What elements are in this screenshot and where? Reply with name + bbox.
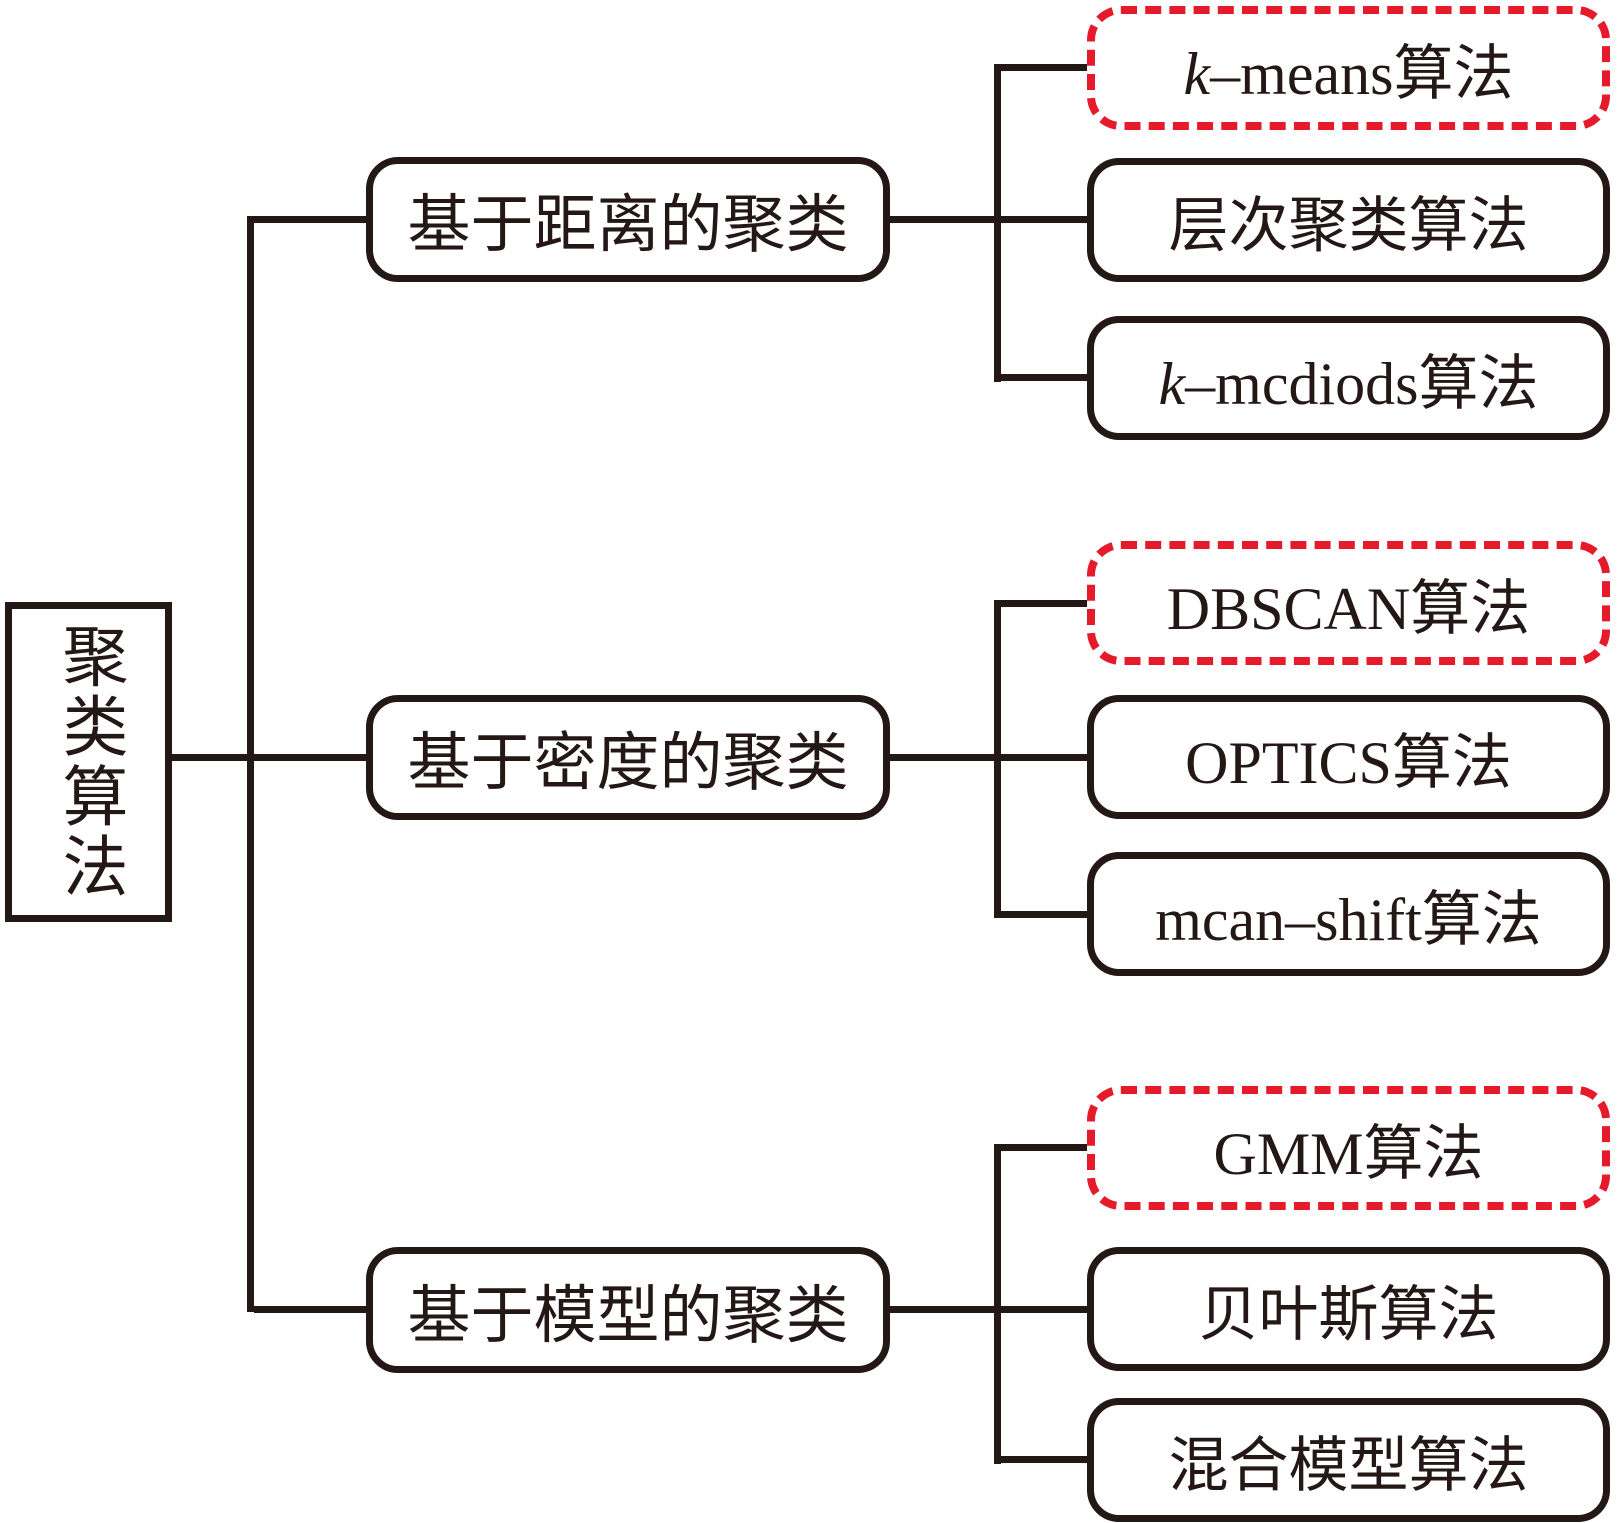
connector-trunk-vertical <box>247 216 254 1312</box>
leaf-node-gmm: GMM算法 <box>1087 1086 1610 1210</box>
connector-bracket-group2 <box>994 600 1001 918</box>
connector-leaf-stub-mcanshift <box>1001 911 1087 918</box>
leaf-node-label: mcan–shift算法 <box>1155 871 1542 958</box>
leaf-label-italic-prefix: k <box>1158 350 1186 417</box>
leaf-node-label: k–means算法 <box>1184 25 1514 112</box>
leaf-label-text: GMM算法 <box>1213 1120 1484 1187</box>
leaf-node-label: GMM算法 <box>1213 1105 1483 1192</box>
connector-branch1-to-leaves <box>890 216 1087 223</box>
leaf-node-kmeans: k–means算法 <box>1087 6 1610 130</box>
connector-branch1-stub <box>254 216 366 223</box>
leaf-node-label: 混合模型算法 <box>1169 1417 1529 1504</box>
leaf-node-optics: OPTICS算法 <box>1087 695 1610 819</box>
leaf-label-italic-prefix: k <box>1183 40 1211 107</box>
branch-node-distance-based: 基于距离的聚类 <box>366 157 890 282</box>
connector-branch3-to-leaves <box>890 1306 1087 1313</box>
branch-node-label: 基于模型的聚类 <box>407 1280 849 1351</box>
connector-branch2-to-leaves <box>890 754 1087 761</box>
connector-bracket-group3 <box>994 1144 1001 1464</box>
leaf-node-label: 贝叶斯算法 <box>1199 1266 1499 1353</box>
branch-node-density-based: 基于密度的聚类 <box>366 695 890 820</box>
connector-leaf-stub-dbscan <box>1001 600 1087 607</box>
connector-leaf-stub-mixture <box>1001 1456 1087 1463</box>
leaf-label-text: –means算法 <box>1210 40 1514 107</box>
connector-bracket-group1 <box>994 64 1001 382</box>
leaf-label-text: –mcdiods算法 <box>1185 350 1539 417</box>
leaf-node-bayes: 贝叶斯算法 <box>1087 1247 1610 1371</box>
leaf-node-mcanshift: mcan–shift算法 <box>1087 852 1610 976</box>
root-node-label: 聚类算法 <box>52 622 126 902</box>
connector-leaf-stub-kmcdiods <box>1001 374 1087 381</box>
branch-node-label: 基于密度的聚类 <box>407 728 849 798</box>
leaf-node-label: k–mcdiods算法 <box>1159 335 1539 422</box>
leaf-node-kmcdiods: k–mcdiods算法 <box>1087 316 1610 440</box>
branch-node-label: 基于距离的聚类 <box>407 190 849 260</box>
leaf-node-label: 层次聚类算法 <box>1169 177 1529 264</box>
leaf-node-mixture-model: 混合模型算法 <box>1087 1398 1610 1522</box>
leaf-node-label: DBSCAN算法 <box>1167 560 1530 647</box>
leaf-label-text: mcan–shift算法 <box>1155 886 1542 953</box>
leaf-node-dbscan: DBSCAN算法 <box>1087 541 1610 665</box>
leaf-label-text: OPTICS算法 <box>1185 729 1512 796</box>
leaf-label-text: 贝叶斯算法 <box>1198 1281 1499 1348</box>
leaf-label-text: DBSCAN算法 <box>1166 575 1531 642</box>
leaf-label-text: 混合模型算法 <box>1168 1432 1529 1499</box>
connector-branch3-stub <box>254 1306 366 1313</box>
branch-node-model-based: 基于模型的聚类 <box>366 1247 890 1373</box>
leaf-node-hierarchical: 层次聚类算法 <box>1087 158 1610 282</box>
leaf-label-text: 层次聚类算法 <box>1168 192 1529 259</box>
connector-leaf-stub-kmeans <box>1001 64 1087 71</box>
connector-leaf-stub-gmm <box>1001 1144 1087 1151</box>
leaf-node-label: OPTICS算法 <box>1185 714 1512 801</box>
root-node-clustering-algorithms: 聚类算法 <box>5 602 172 922</box>
connector-root-horizontal <box>165 754 366 761</box>
